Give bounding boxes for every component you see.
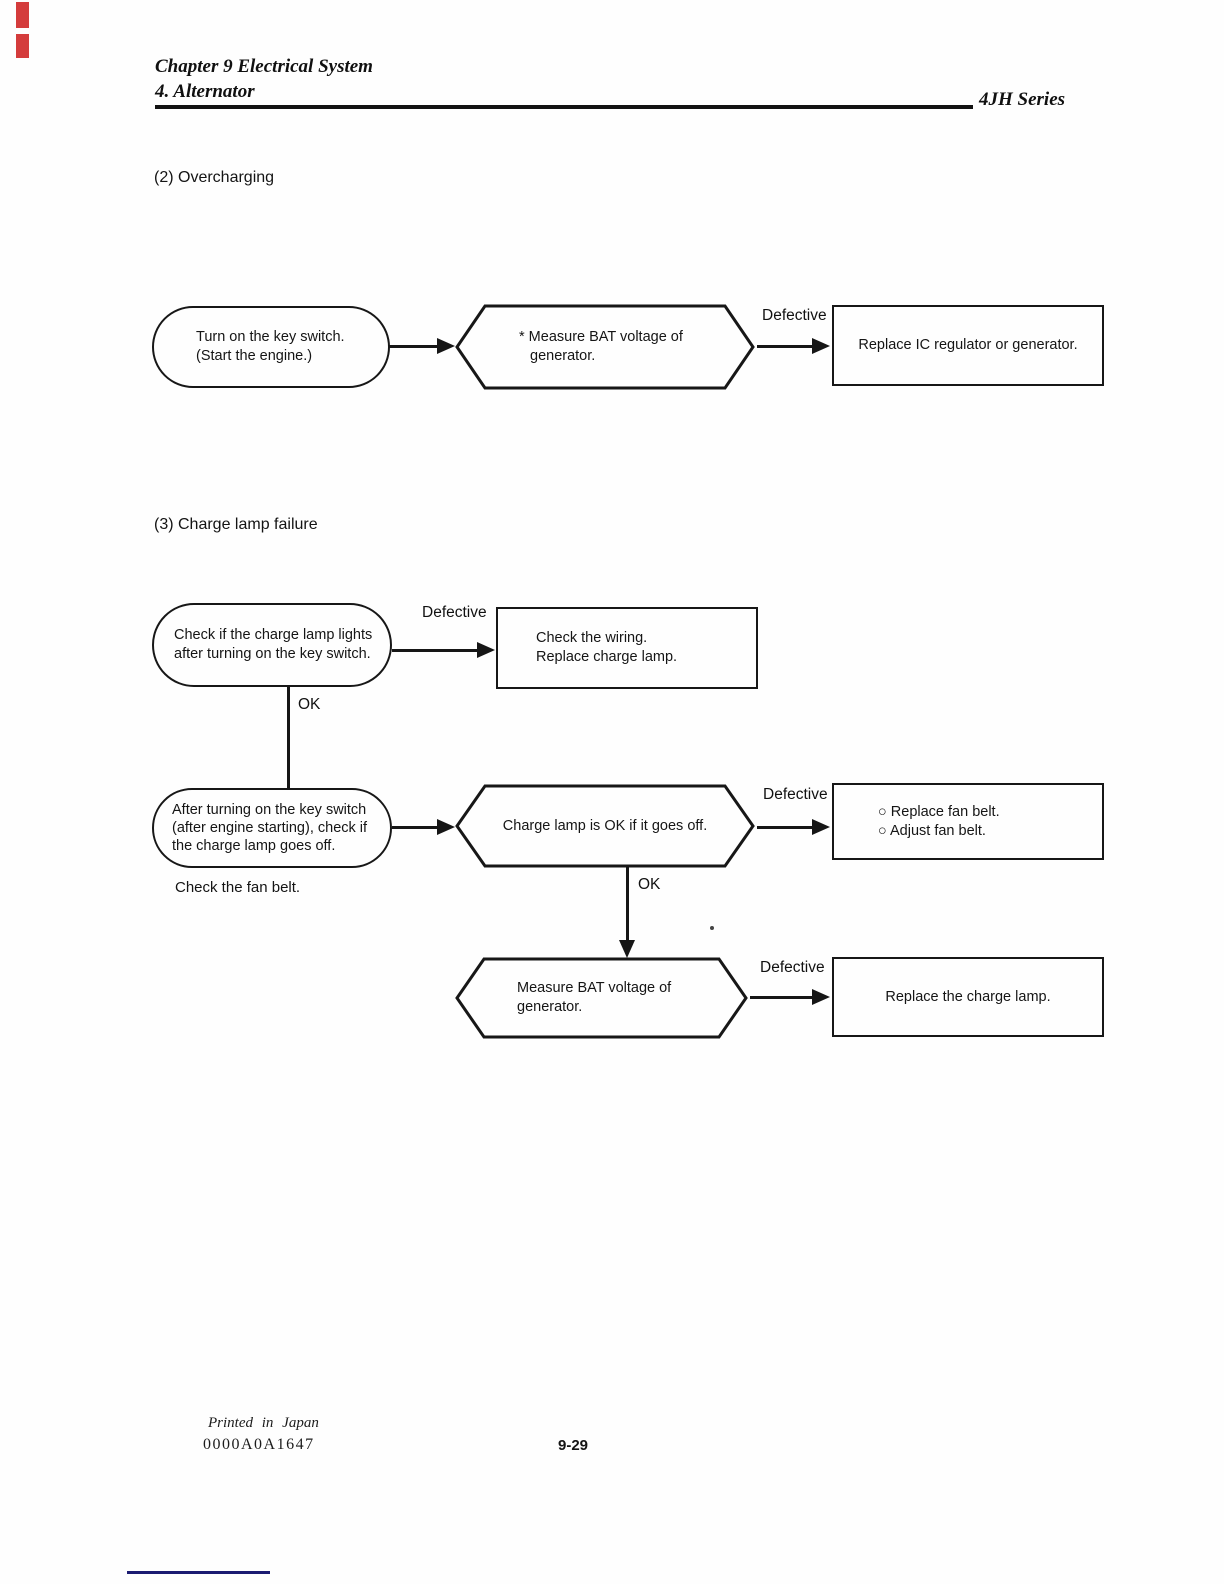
ok-branch-label: OK	[298, 696, 321, 713]
action-node-fan-belt: ○ Replace fan belt. ○ Adjust fan belt.	[832, 783, 1104, 860]
chapter-title: Chapter 9 Electrical System	[155, 56, 373, 77]
node-text-line: ○ Adjust fan belt.	[878, 822, 986, 839]
flow-arrowhead	[812, 989, 830, 1005]
hexagon-shape	[455, 957, 748, 1039]
flow-arrow	[392, 826, 439, 829]
page-number: 9-29	[558, 1437, 589, 1454]
defective-branch-label: Defective	[763, 786, 828, 803]
node-text-line: Replace charge lamp.	[536, 649, 678, 665]
ok-branch-label: OK	[638, 876, 661, 893]
flow-connector	[626, 867, 629, 942]
node-text-line: after turning on the key switch.	[174, 646, 371, 662]
check-node-measure-bat-2: Measure BAT voltage of generator.	[455, 957, 748, 1039]
node-text-line: (after engine starting), check if	[172, 820, 368, 836]
node-text-line: generator.	[517, 999, 583, 1015]
action-node-check-wiring: Check the wiring. Replace charge lamp.	[496, 607, 758, 689]
node-text-line: ○ Replace fan belt.	[878, 803, 1000, 820]
node-text-line: Check if the charge lamp lights	[174, 627, 373, 643]
print-code-label: 0000A0A1647	[203, 1436, 315, 1453]
defective-branch-label: Defective	[422, 604, 487, 621]
defective-branch-label: Defective	[762, 307, 827, 324]
node-text-line: Replace IC regulator or generator.	[858, 337, 1078, 353]
flow-arrow	[750, 996, 814, 999]
node-text-line: Turn on the key switch.	[196, 329, 345, 345]
check-node-measure-bat: * Measure BAT voltage of generator.	[455, 304, 755, 390]
flow-arrowhead	[437, 819, 455, 835]
node-text-line: Charge lamp is OK if it goes off.	[502, 817, 708, 834]
defective-branch-label: Defective	[760, 959, 825, 976]
flow-arrow	[757, 345, 815, 348]
node-text-line: Check the wiring.	[536, 630, 648, 646]
action-node-replace-regulator: Replace IC regulator or generator.	[832, 305, 1104, 386]
node-text-line: Measure BAT voltage of	[517, 980, 672, 996]
scan-speck-artifact	[710, 926, 714, 930]
printed-in-japan-label: Printed in Japan	[208, 1415, 319, 1431]
hexagon-shape	[455, 784, 755, 868]
series-label: 4JH Series	[979, 89, 1066, 110]
blue-line-artifact	[127, 1571, 270, 1574]
header-rule	[155, 105, 973, 109]
check-node-lamp-ok: Charge lamp is OK if it goes off.	[455, 784, 755, 868]
flow-arrow	[388, 345, 438, 348]
flow-arrow	[392, 649, 479, 652]
flow-arrow	[757, 826, 815, 829]
flow-arrowhead	[619, 940, 635, 958]
heading-overcharging: (2) Overcharging	[154, 169, 275, 186]
flow-connector	[287, 687, 290, 788]
flow-arrowhead	[812, 819, 830, 835]
node-text-line: * Measure BAT voltage of	[519, 329, 683, 345]
node-text-line: After turning on the key switch	[172, 802, 367, 818]
hexagon-shape	[455, 304, 755, 390]
flow-arrowhead	[812, 338, 830, 354]
action-node-replace-lamp: Replace the charge lamp.	[832, 957, 1104, 1037]
red-edge-mark-artifact	[16, 34, 29, 58]
start-node-turn-key: Turn on the key switch. (Start the engin…	[152, 306, 390, 388]
start-node-lamp-goes-off: After turning on the key switch (after e…	[152, 788, 392, 868]
heading-charge-lamp-failure: (3) Charge lamp failure	[154, 516, 318, 533]
red-edge-mark-artifact	[16, 2, 29, 28]
node-text-line: generator.	[530, 348, 596, 364]
node-text-line: the charge lamp goes off.	[172, 838, 336, 854]
node-text-line: (Start the engine.)	[196, 348, 313, 364]
start-node-check-lamp-lights: Check if the charge lamp lights after tu…	[152, 603, 392, 687]
fan-belt-note: Check the fan belt.	[175, 879, 301, 896]
section-subtitle: 4. Alternator	[155, 81, 255, 102]
flow-arrowhead	[437, 338, 455, 354]
node-text-line: Replace the charge lamp.	[885, 988, 1051, 1005]
flow-arrowhead	[477, 642, 495, 658]
